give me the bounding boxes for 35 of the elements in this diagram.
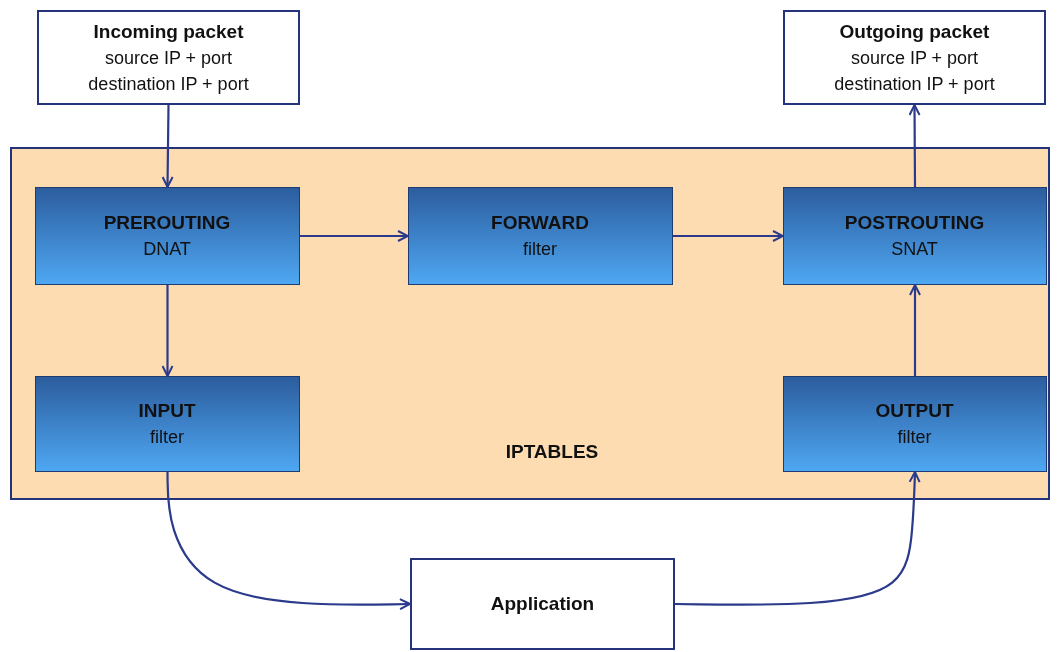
- node-detail: filter: [897, 425, 932, 449]
- chain-box: [34, 186, 300, 285]
- node-title: Incoming packet: [93, 19, 244, 44]
- arrow: [166, 472, 411, 611]
- chain-box: [782, 375, 1047, 472]
- node-detail: source IP + port: [850, 46, 979, 70]
- node-detail: DNAT: [143, 237, 191, 261]
- chain-box: [407, 186, 673, 285]
- node-detail: filter: [523, 237, 557, 261]
- arrow: [675, 471, 921, 606]
- node-title: INPUT: [138, 398, 196, 423]
- node-detail: destination IP + port: [88, 72, 249, 96]
- process-box: [410, 558, 675, 650]
- node-detail: destination IP + port: [834, 72, 995, 96]
- node-detail: filter: [150, 425, 184, 449]
- arrow: [161, 285, 174, 377]
- arrow: [161, 105, 174, 188]
- node-title: OUTPUT: [875, 398, 954, 423]
- node-detail: SNAT: [891, 237, 938, 261]
- arrow: [300, 230, 409, 242]
- chain-box: [782, 186, 1047, 285]
- process-box: [783, 10, 1046, 105]
- node-title: Outgoing packet: [839, 19, 990, 44]
- arrow: [908, 104, 921, 187]
- node-title: FORWARD: [491, 210, 589, 235]
- iptables-panel: [10, 147, 1050, 500]
- panel-title: IPTABLES: [504, 440, 600, 464]
- process-box: [37, 10, 300, 105]
- arrow: [673, 230, 784, 242]
- node-title: POSTROUTING: [844, 210, 985, 235]
- node-title: Application: [490, 592, 595, 616]
- chain-box: [34, 375, 300, 472]
- arrow: [909, 284, 921, 376]
- node-title: PREROUTING: [103, 210, 231, 235]
- node-detail: source IP + port: [104, 46, 233, 70]
